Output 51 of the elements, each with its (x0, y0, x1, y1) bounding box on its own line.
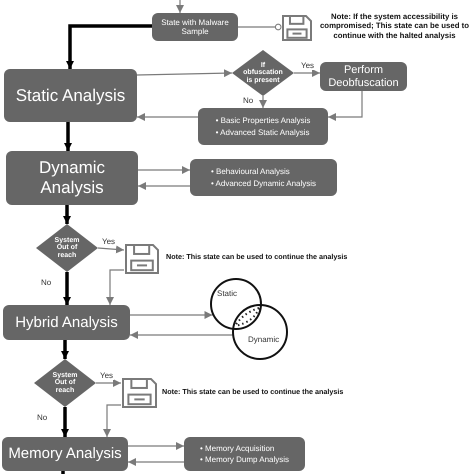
arrow (66, 24, 152, 69)
venn-label: Dynamic (248, 335, 280, 344)
edge-label: No (242, 97, 254, 105)
process-box (320, 62, 407, 91)
arrow (61, 340, 69, 359)
box-label: State with Malware Sample (160, 18, 230, 36)
arrow (106, 269, 124, 305)
bullet-item: • Memory Dump Analysis (200, 454, 290, 466)
process-box (152, 13, 238, 41)
edge-label: No (40, 279, 52, 287)
arrow (130, 311, 212, 319)
bullet-item: • Advanced Dynamic Analysis (210, 178, 316, 189)
arrow (63, 272, 71, 305)
bullet-item: • Behavioural Analysis (210, 166, 291, 178)
process-box (190, 159, 337, 196)
arrow (328, 91, 363, 121)
box-label: Hybrid Analysis (15, 314, 118, 332)
arrow (137, 113, 198, 121)
edge-label: Yes (99, 372, 114, 380)
process-box (2, 437, 128, 471)
arrow (64, 122, 72, 151)
bullet-item: • Memory Acquisition (200, 442, 276, 454)
arrow (63, 205, 71, 224)
arrow (176, 0, 184, 13)
process-box (4, 69, 137, 122)
arrow (96, 379, 121, 387)
process-box (184, 437, 305, 471)
arrow (136, 69, 232, 78)
arrow (61, 407, 69, 437)
edge-label: Yes (300, 62, 316, 70)
arrow (128, 442, 184, 450)
process-box (198, 108, 328, 145)
edge-label: Yes (101, 238, 116, 246)
arrow (259, 96, 267, 108)
process-box (6, 151, 138, 205)
bullet-item: • Advanced Static Analysis (216, 126, 310, 138)
bullet-item: • Basic Properties Analysis (216, 115, 310, 126)
box-label: Perform Deobfuscation (327, 64, 400, 90)
box-label: Dynamic Analysis (38, 158, 106, 198)
edge-label: No (36, 414, 48, 422)
box-label: Static Analysis (16, 86, 126, 106)
arrow (98, 245, 124, 254)
arrow (294, 69, 320, 77)
venn-label: Static (217, 289, 238, 298)
arrow (128, 458, 184, 466)
arrow (103, 404, 121, 437)
arrow (138, 182, 190, 190)
box-label: Memory Analysis (8, 445, 122, 463)
arrow (138, 166, 190, 174)
arrow (130, 331, 232, 339)
process-box (3, 305, 130, 340)
